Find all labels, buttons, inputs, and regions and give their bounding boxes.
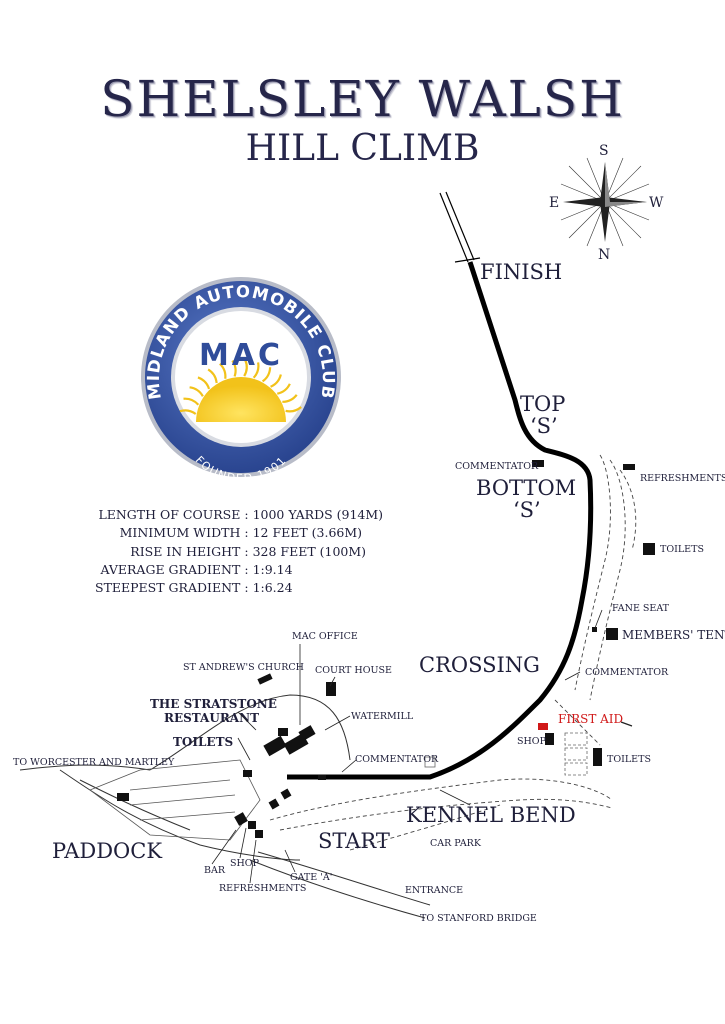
compass-north-label: N [598, 247, 610, 263]
members-tent-label: MEMBERS' TENT [622, 628, 725, 642]
refreshments-top-label: REFRESHMENTS [640, 473, 725, 484]
map-subtitle: HILL CLIMB [245, 128, 480, 169]
sun-icon [179, 359, 302, 422]
st-andrews-church-label: ST ANDREW'S CHURCH [183, 662, 304, 673]
stat-row: RISE IN HEIGHT:328 FEET (100M) [95, 543, 383, 561]
stat-separator: : [244, 580, 249, 596]
paddock-label: PADDOCK [52, 839, 162, 863]
stat-value: 328 FEET (100M) [252, 543, 367, 559]
sun-ray [282, 394, 298, 403]
crossing-label: CROSSING [419, 653, 540, 677]
top-s-label-line2: ‘S’ [530, 414, 558, 438]
gate-a-label: GATE 'A' [290, 872, 332, 883]
sun-ray [183, 397, 200, 406]
commentator-low-label: COMMENTATOR [355, 754, 439, 765]
court-house-label: COURT HOUSE [315, 665, 392, 676]
stat-value: 1:9.14 [252, 561, 293, 577]
bottom-s-label-line1: BOTTOM [476, 476, 576, 500]
footpaths [269, 454, 637, 851]
car-park-label: CAR PARK [430, 838, 482, 849]
stat-separator: : [244, 543, 249, 559]
sun-ray [197, 376, 211, 390]
stat-label: LENGTH OF COURSE [98, 507, 241, 522]
entrance-label: ENTRANCE [405, 885, 463, 896]
stratstone-label-line2: RESTAURANT [164, 711, 259, 725]
toilets-lower-right-label: TOILETS [607, 754, 651, 765]
roads [19, 694, 431, 919]
stat-label: MINIMUM WIDTH [119, 525, 241, 541]
toilets-right-label: TOILETS [660, 544, 704, 555]
sun-ray [270, 374, 282, 388]
paddock-area [89, 759, 261, 841]
compass-south-label: S [599, 143, 609, 159]
first-aid-tent-icon [538, 723, 548, 730]
map-title: SHELSLEY WALSH [100, 70, 625, 128]
sun-ray [231, 359, 237, 377]
to-stanford-bridge-label: TO STANFORD BRIDGE [420, 913, 537, 924]
bar-label: BAR [204, 865, 226, 876]
sun-ray [276, 383, 291, 395]
sun-ray [243, 359, 248, 377]
sun-ray [207, 368, 218, 384]
finish-label: FINISH [480, 260, 562, 284]
bottom-s-label-line2: ‘S’ [513, 498, 541, 522]
sun-ray [189, 386, 204, 397]
sun-ray [285, 406, 302, 413]
stat-separator: : [244, 525, 249, 541]
buildings [117, 460, 655, 838]
stat-label: RISE IN HEIGHT [130, 543, 241, 559]
stat-label: STEEPEST GRADIENT [95, 580, 241, 596]
stat-label: AVERAGE GRADIENT [100, 561, 241, 577]
sun-ray [219, 362, 227, 379]
compass-west-label: W [649, 195, 664, 211]
mac-logo: MAC MIDLAND AUTOMOBILE CLUB FOUNDED 1901 [141, 277, 341, 485]
stat-separator: : [244, 507, 249, 522]
course-stats: LENGTH OF COURSE:1000 YARDS (914M)MINIMU… [95, 506, 383, 597]
mac-office-label: MAC OFFICE [292, 631, 358, 642]
to-worcester-label: TO WORCESTER AND MARTLEY [13, 757, 175, 768]
shop-left-label: SHOP [230, 858, 260, 869]
shop-right-label: SHOP [517, 736, 547, 747]
stat-value: 1:6.24 [252, 580, 293, 596]
course-track [287, 261, 594, 780]
stat-separator: : [244, 561, 249, 577]
compass-east-label: E [549, 195, 559, 211]
compass-rose-icon [560, 157, 650, 247]
stat-value: 1000 YARDS (914M) [252, 507, 384, 522]
refreshments-low-label: REFRESHMENTS [219, 883, 306, 894]
toilets-left-label: TOILETS [173, 735, 233, 749]
stat-row: LENGTH OF COURSE:1000 YARDS (914M) [95, 506, 383, 524]
fane-seat-label: FANE SEAT [612, 603, 670, 614]
kennel-bend-label: KENNEL BEND [406, 803, 576, 827]
leader-lines [211, 609, 603, 884]
first-aid-label: FIRST AID [558, 712, 623, 726]
stat-row: STEEPEST GRADIENT:1:6.24 [95, 579, 383, 597]
sun-ray [261, 367, 272, 383]
watermill-label: WATERMILL [351, 711, 414, 722]
commentator-top-label: COMMENTATOR [455, 461, 539, 472]
stratstone-label-line1: THE STRATSTONE [150, 697, 277, 711]
finish-approach [439, 191, 481, 263]
stat-value: 12 FEET (3.66M) [252, 525, 363, 541]
stat-row: MINIMUM WIDTH:12 FEET (3.66M) [95, 524, 383, 542]
commentator-mid-label: COMMENTATOR [585, 667, 669, 678]
tent-outlines [424, 732, 588, 776]
start-label: START [318, 829, 390, 853]
stat-row: AVERAGE GRADIENT:1:9.14 [95, 561, 383, 579]
sun-ray [179, 409, 197, 415]
top-s-label-line1: TOP [520, 392, 565, 416]
sun-ray [252, 362, 260, 379]
logo-center-text: MAC [199, 338, 283, 373]
